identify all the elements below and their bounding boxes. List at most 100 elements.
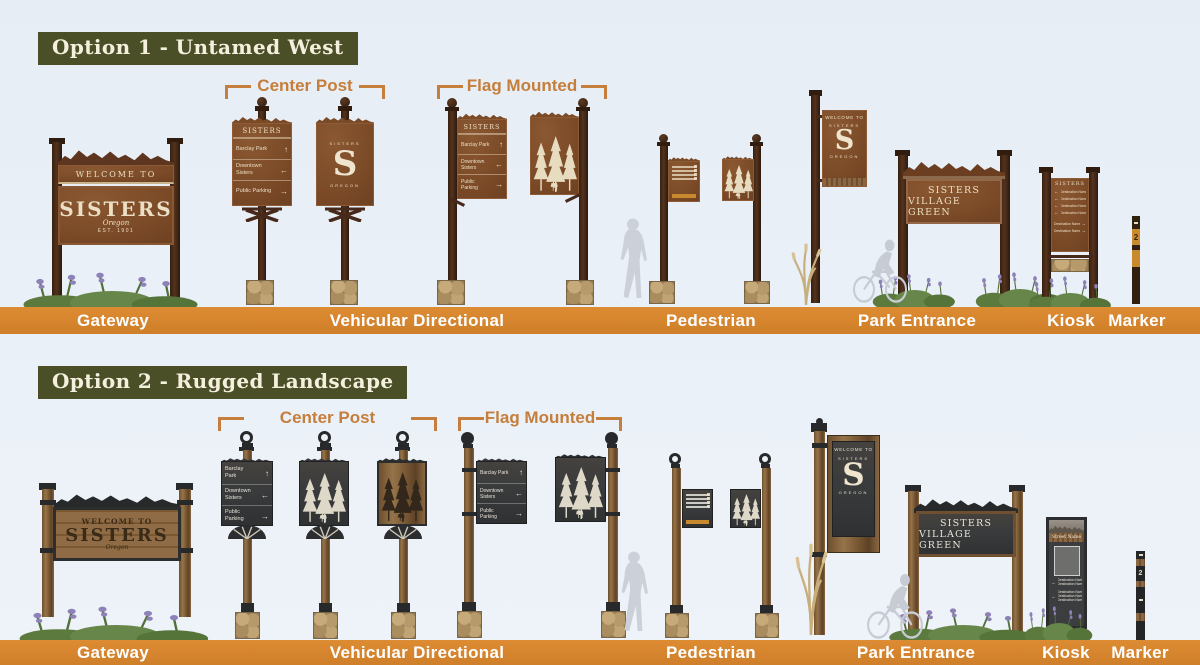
centerpostC2-stone-base [391,612,416,639]
flagB2-collar [607,444,617,448]
centerpostA2-finial [240,431,253,444]
kiosk-row: ←Destination Name [1052,196,1088,201]
tall-grass [795,543,828,635]
banner2-welcome: WELCOME TO [834,447,873,452]
bracket-corner-right [581,85,607,99]
direction-row: Downtown Sisters← [458,154,506,174]
right-arrow-icon: → [1051,579,1056,585]
centerpostB1-xbrace [325,207,365,222]
marker2-sign: 2 [1136,551,1145,640]
option1-category-bar: Gateway Vehicular Directional Pedestrian… [0,307,1200,334]
direction-arrow-icon: → [280,186,288,196]
village1-rail [903,176,1005,179]
gateway2-panel: WELCOME TO SISTERS Oregon [53,507,181,561]
gateway1-welcome-bar: WELCOME TO [58,165,174,184]
kiosk2-photo-strip [1049,520,1084,533]
gateway2-post-band [177,500,193,505]
marker1-divider [1132,245,1140,250]
flagB2-panel [555,457,606,522]
direction-row: Public Parking→ [477,503,526,523]
category-marker: Marker [1108,310,1166,330]
village2-panel: SISTERS VILLAGE GREEN [916,511,1016,557]
direction-arrow-icon: ← [261,490,269,500]
direction-label: Barclay Park [480,469,509,476]
banner2-pole [814,431,825,635]
category-vehicular-directional: Vehicular Directional [329,310,505,330]
centerpostB2-stone-base [313,612,338,639]
option2-title: Option 2 - Rugged Landscape [38,366,408,399]
kiosk1-post [1042,172,1051,303]
directory-rows [683,490,712,527]
category-park-entrance: Park Entrance [856,642,976,662]
kiosk1-post [1089,172,1098,303]
direction-label: Downtown Sisters [236,163,262,176]
kiosk2-plants [1024,605,1093,642]
directory-row [672,177,697,180]
cyclist-silhouette [852,238,908,303]
bracket-corner-right [596,417,622,431]
village1-post-cap [895,150,910,156]
pedB2-collar [761,464,770,468]
kiosk1-stone-slab [1051,259,1089,272]
bracket-corner-left [458,417,484,431]
logo-letter-s: S [332,144,358,185]
pine-trees-art [533,136,577,192]
kiosk1-rail [1047,255,1093,258]
centerpostB1-panel: SISTERS S OREGON [316,123,374,206]
category-pedestrian: Pedestrian [666,642,756,662]
centerpostA1-stone-base [246,280,274,305]
direction-arrow-icon: ← [280,165,288,175]
direction-row: Downtown Sisters← [477,483,526,503]
direction-label: Public Parking [236,187,272,194]
directory-rows [669,162,699,201]
banner2-ring-bottom: OREGON [838,490,869,496]
category-vehicular-directional: Vehicular Directional [329,642,505,662]
option1-flag-mounted-bracket: Flag Mounted [437,76,607,102]
marker2-wood-band [1136,613,1145,621]
direction-arrow-icon: → [261,511,269,521]
right-arrow-icon: → [1081,228,1087,233]
direction-row: Barclay Park↑ [233,138,291,159]
direction-arrow-icon: → [495,180,503,189]
centerpostA1-xbrace [242,207,282,222]
village1-line1: SISTERS [927,185,981,196]
center-post-label: Center Post [279,408,376,427]
village1-panel: SISTERS VILLAGE GREEN [906,179,1002,224]
category-kiosk: Kiosk [1047,310,1095,330]
gateway2-post [179,489,191,617]
kiosk-destination: Destination Name [1057,590,1083,594]
gateway2-state-text: Oregon [105,544,129,551]
flagB1-stone-base [566,280,594,305]
pedB1-finial [752,134,761,143]
direction-label: Barclay Park [225,466,244,479]
gateway1-post-cap [167,138,183,144]
banner2-ring-top: SISTERS [837,456,870,461]
gateway1-welcome-text: WELCOME TO [75,169,157,179]
direction-label: Public Parking [225,509,244,522]
flagA1-finial [447,98,457,108]
kiosk-row: ←Destination Name [1052,189,1088,194]
centerpostB1-stone-base [330,280,358,305]
flagB2-band [606,468,620,472]
pedB2-post [762,468,771,617]
gateway1-plants [22,271,199,312]
right-arrow-icon: → [1081,221,1087,226]
left-arrow-icon: ← [1054,196,1059,201]
centerpostC2-base-collar [397,603,410,612]
flagA2-stone-base [457,611,482,638]
tall-grass [791,243,822,305]
flagB2-band [606,512,620,516]
flagA2-band [462,468,476,472]
pedB2-art-panel [730,489,761,528]
centerpostA2-collar [242,443,253,448]
flagB1-collar [576,107,590,111]
bracket-corner-left [225,85,251,99]
cyclist-silhouette [866,572,924,639]
marker2-post-bottom [1136,621,1145,640]
pine-trees-art [724,165,753,199]
gateway2-welcome-text: WELCOME TO [81,517,153,526]
category-kiosk: Kiosk [1042,642,1090,662]
centerpostC2-flare [395,447,410,451]
pedA2-stone-base [665,613,689,638]
